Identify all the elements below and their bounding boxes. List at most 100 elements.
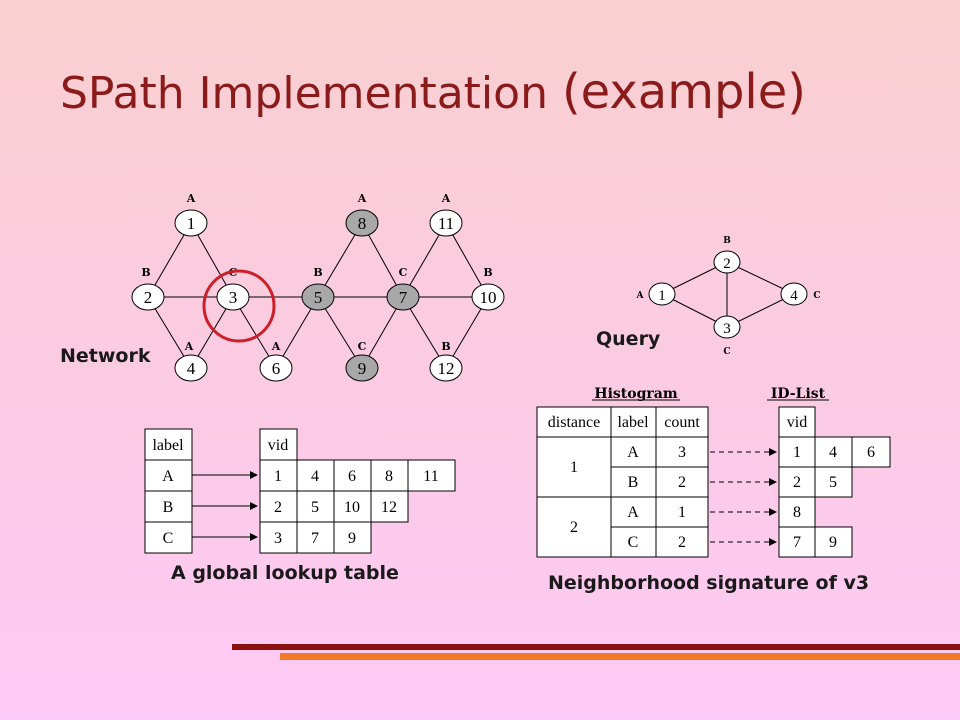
node-id: 2 <box>144 288 153 307</box>
lookup-row-label: B <box>163 499 174 516</box>
network-node-7: 7 C <box>386 266 420 311</box>
idlist-cell: 7 <box>793 534 801 551</box>
lookup-table-caption: A global lookup table <box>171 562 399 584</box>
histogram-label: C <box>628 534 639 551</box>
node-id: 6 <box>272 359 281 378</box>
lookup-vid-cell: 5 <box>311 499 319 516</box>
network-node-6: 6 A <box>259 340 293 382</box>
node-label: A <box>186 192 196 205</box>
lookup-vid-cell: 11 <box>423 468 438 485</box>
node-id: 2 <box>723 256 731 272</box>
idlist-cell: 5 <box>829 474 837 491</box>
node-id: 3 <box>723 321 731 337</box>
idlist-header: vid <box>787 414 807 431</box>
node-id: 10 <box>480 288 497 307</box>
node-label: B <box>141 266 150 279</box>
idlist-cell: 1 <box>793 444 801 461</box>
page-title: SPath Implementation (example) <box>60 64 806 120</box>
lookup-arrows <box>192 471 258 541</box>
histogram-count: 1 <box>678 504 686 521</box>
histogram-count: 3 <box>678 444 686 461</box>
histogram-header-label: label <box>617 414 649 431</box>
node-label: B <box>483 266 492 279</box>
network-node-8: 8 A <box>345 192 379 237</box>
network-node-11: 11 A <box>429 192 463 237</box>
idlist-cell: 4 <box>829 444 837 461</box>
network-graph: 1 A 2 B 3 C 4 A 6 A 5 B 7 <box>131 192 505 382</box>
lookup-vid-cell: 6 <box>348 468 356 485</box>
signature-caption: Neighborhood signature of v3 <box>548 572 870 594</box>
node-label: B <box>441 340 450 353</box>
network-node-12: 12 B <box>429 340 463 382</box>
idlist-table <box>778 406 891 558</box>
histogram-distance: 2 <box>570 519 578 536</box>
node-id: 11 <box>438 214 454 233</box>
node-label: A <box>636 291 645 301</box>
histogram-title: Histogram <box>594 386 677 402</box>
histogram-header-distance: distance <box>548 414 600 431</box>
query-node-1: 1 A <box>636 282 676 306</box>
lookup-vid-cell: 12 <box>381 499 397 516</box>
lookup-vid-cell: 7 <box>311 530 319 547</box>
node-label: C <box>358 340 367 353</box>
network-node-1: 1 A <box>174 192 208 237</box>
node-label: B <box>313 266 322 279</box>
node-label: A <box>271 340 281 353</box>
node-label: A <box>184 340 194 353</box>
histogram-label: A <box>627 444 639 461</box>
query-graph: 1 A 2 B 3 C 4 C <box>636 236 821 357</box>
histogram-header-count: count <box>664 414 700 431</box>
node-id: 5 <box>314 288 323 307</box>
lookup-table <box>144 428 456 554</box>
node-id: 3 <box>229 288 238 307</box>
title-main: SPath Implementation <box>60 68 562 119</box>
idlist-cell: 6 <box>867 444 875 461</box>
node-id: 7 <box>399 288 408 307</box>
node-id: 8 <box>358 214 367 233</box>
network-node-2: 2 B <box>131 266 165 311</box>
node-id: 4 <box>790 288 798 304</box>
lookup-row-label: A <box>162 468 174 485</box>
lookup-vid-cell: 8 <box>385 468 393 485</box>
node-id: 1 <box>658 288 666 304</box>
v3-highlight-circle <box>202 269 276 343</box>
node-label: C <box>813 291 820 301</box>
histogram-to-idlist-arrows <box>710 448 777 546</box>
lookup-vid-cell: 10 <box>344 499 360 516</box>
lookup-label-header: label <box>152 437 184 454</box>
network-node-10: 10 B <box>471 266 505 311</box>
lookup-vid-header: vid <box>268 437 288 454</box>
lookup-vid-cell: 9 <box>348 530 356 547</box>
histogram-distance: 1 <box>570 459 578 476</box>
histogram-label: B <box>628 474 639 491</box>
network-node-4: 4 A <box>174 340 208 382</box>
lookup-text: label vid A B C 1 4 6 8 11 2 5 10 12 3 7… <box>152 437 438 547</box>
network-caption: Network <box>60 345 151 367</box>
lookup-vid-cell: 4 <box>311 468 319 485</box>
query-caption: Query <box>596 328 661 350</box>
node-label: A <box>441 192 451 205</box>
vid-header-cell <box>259 428 298 461</box>
query-node-4: 4 C <box>780 282 821 306</box>
accent-bar-orange <box>280 653 960 660</box>
node-label: C <box>399 266 408 279</box>
histogram-table <box>536 406 709 558</box>
lookup-vid-cell: 3 <box>274 530 282 547</box>
idlist-cell: 9 <box>829 534 837 551</box>
query-node-2: 2 B <box>713 236 741 274</box>
idlist-cell: 2 <box>793 474 801 491</box>
histogram-text: distance label count 1 2 A 3 B 2 A 1 C 2 <box>548 414 701 551</box>
node-label: A <box>357 192 367 205</box>
histogram-label: A <box>627 504 639 521</box>
node-id: 4 <box>187 359 196 378</box>
histogram-count: 2 <box>678 474 686 491</box>
lookup-vid-cell: 2 <box>274 499 282 516</box>
network-node-5: 5 B <box>301 266 335 311</box>
node-id: 1 <box>187 214 196 233</box>
node-id: 12 <box>438 359 455 378</box>
lookup-row-label: C <box>163 530 174 547</box>
network-node-9: 9 C <box>345 340 379 382</box>
node-label: C <box>723 347 730 357</box>
idlist-title: ID-List <box>771 386 826 402</box>
